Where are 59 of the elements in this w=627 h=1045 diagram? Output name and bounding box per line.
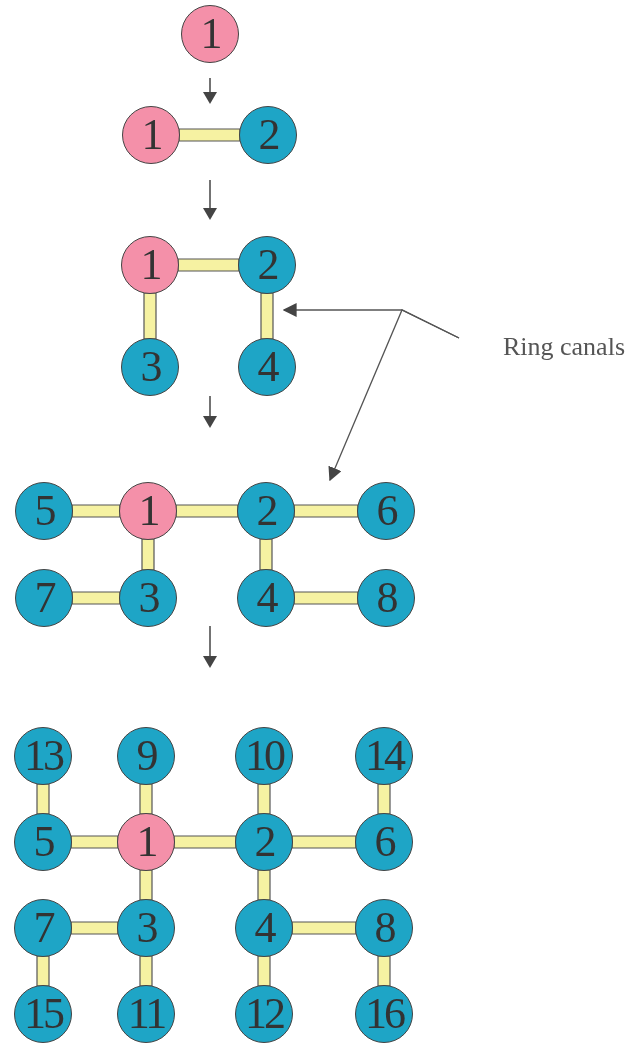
cell-number: 1 bbox=[140, 243, 160, 287]
cell-number: 5 bbox=[33, 820, 53, 864]
cell-number: 7 bbox=[34, 576, 54, 620]
ring-canal bbox=[293, 591, 359, 605]
ring-canal bbox=[177, 258, 240, 272]
cell-number: 3 bbox=[136, 906, 156, 950]
cell-number: 1 bbox=[141, 113, 161, 157]
cell-number: 15 bbox=[24, 992, 62, 1036]
cell-number: 1 bbox=[136, 820, 156, 864]
ring-canal bbox=[291, 921, 357, 935]
ring-canal bbox=[257, 955, 271, 987]
cell-number: 3 bbox=[140, 345, 160, 389]
cell-number: 8 bbox=[374, 906, 394, 950]
cell-number: 13 bbox=[24, 734, 62, 778]
cell-number: 7 bbox=[33, 906, 53, 950]
cell-number: 1 bbox=[138, 489, 158, 533]
cell-number: 5 bbox=[34, 489, 54, 533]
ring-canal bbox=[175, 504, 239, 518]
cell-number: 8 bbox=[376, 576, 396, 620]
ring-canal bbox=[71, 504, 121, 518]
cell-number: 6 bbox=[376, 489, 396, 533]
ring-canal bbox=[259, 538, 273, 571]
ring-canal bbox=[139, 869, 153, 901]
cell-number: 6 bbox=[374, 820, 394, 864]
ring-canal bbox=[143, 292, 157, 340]
ring-canal bbox=[257, 783, 271, 815]
ring-canal bbox=[178, 128, 241, 142]
cell-number: 10 bbox=[245, 734, 283, 778]
ring-canal bbox=[377, 783, 391, 815]
ring-canal bbox=[260, 292, 274, 340]
cell-number: 2 bbox=[257, 243, 277, 287]
ring-canal bbox=[173, 835, 237, 849]
cell-number: 4 bbox=[256, 576, 276, 620]
ring-canal bbox=[36, 783, 50, 815]
cell-number: 11 bbox=[127, 992, 165, 1036]
cell-number: 2 bbox=[256, 489, 276, 533]
cell-number: 9 bbox=[136, 734, 156, 778]
cell-number: 2 bbox=[258, 113, 278, 157]
ring-canal bbox=[36, 955, 50, 987]
ring-canal bbox=[70, 835, 119, 849]
leader-line bbox=[328, 309, 460, 482]
cell-number: 4 bbox=[257, 345, 277, 389]
cell-number: 16 bbox=[365, 992, 403, 1036]
ring-canal bbox=[71, 591, 121, 605]
cell-number: 2 bbox=[254, 820, 274, 864]
ring-canal bbox=[70, 921, 119, 935]
cell-number: 3 bbox=[138, 576, 158, 620]
ring-canal bbox=[139, 783, 153, 815]
ring-canal bbox=[257, 869, 271, 901]
ring-canal bbox=[377, 955, 391, 987]
cell-number: 1 bbox=[200, 12, 220, 56]
cell-number: 4 bbox=[254, 906, 274, 950]
ring-canal bbox=[141, 538, 155, 571]
cell-number: 12 bbox=[245, 992, 283, 1036]
ring-canal bbox=[291, 835, 357, 849]
ring-canal bbox=[293, 504, 359, 518]
ring-canal bbox=[139, 955, 153, 987]
callout-label: Ring canals bbox=[502, 332, 625, 362]
cell-number: 14 bbox=[365, 734, 403, 778]
